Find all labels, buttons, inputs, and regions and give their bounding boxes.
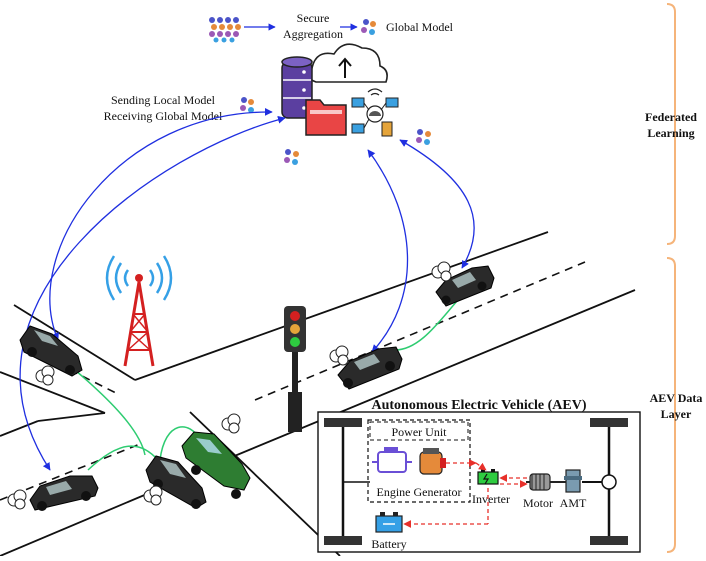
vehicle-bottom-center [145, 455, 207, 509]
aev-data-label: AEV Data [650, 391, 703, 405]
aev-title: Autonomous Electric Vehicle (AEV) [371, 398, 586, 413]
global-model-icon [361, 19, 376, 35]
vehicle-green-truck [181, 431, 251, 499]
motor-label: Motor [523, 496, 553, 510]
battery-label: Battery [371, 537, 406, 551]
engine-generator-label: Engine Generator [377, 485, 462, 499]
wheels [324, 418, 628, 545]
battery-icon [375, 512, 403, 533]
aev-layer-bracket [666, 257, 676, 553]
vehicle-left-road [19, 325, 83, 377]
differential [601, 474, 617, 490]
inverter-label: Inverter [472, 492, 510, 506]
network-hub-icon [351, 88, 399, 137]
aggregation-label: Aggregation [283, 27, 343, 41]
engine-icon [372, 447, 412, 473]
model-icon-left [240, 97, 254, 113]
federated-bracket [666, 3, 676, 245]
data-cloud-icons [7, 261, 452, 510]
global-model-label: Global Model [386, 20, 454, 34]
layer-label: Layer [661, 407, 692, 421]
vehicle-bottom-left [29, 475, 99, 511]
model-icon-center [284, 149, 299, 165]
amt-label: AMT [560, 496, 587, 510]
energy-flow-arrows [403, 459, 528, 528]
secure-label: Secure [297, 11, 330, 25]
cell-tower-icon [105, 255, 173, 367]
cloud-server-icon [308, 43, 388, 83]
inverter-icon [477, 469, 499, 485]
amt-icon [550, 469, 582, 493]
folder-icon [305, 99, 347, 136]
model-icon-right [416, 129, 431, 145]
generator-icon [419, 448, 446, 475]
fl-communication-arrows [19, 108, 475, 471]
learning-label: Learning [647, 126, 694, 140]
traffic-light-icon [284, 306, 306, 432]
vehicle-top-right [435, 265, 495, 307]
motor-icon [526, 473, 551, 491]
database-icon [281, 56, 313, 119]
vehicle-center-road [337, 346, 403, 390]
sending-local-model-label: Sending Local Model [111, 93, 216, 107]
power-unit-label: Power Unit [392, 425, 448, 439]
aev-box: Autonomous Electric Vehicle (AEV) Power … [317, 398, 641, 553]
federated-label: Federated [645, 110, 697, 124]
local-models-cluster [209, 17, 241, 43]
